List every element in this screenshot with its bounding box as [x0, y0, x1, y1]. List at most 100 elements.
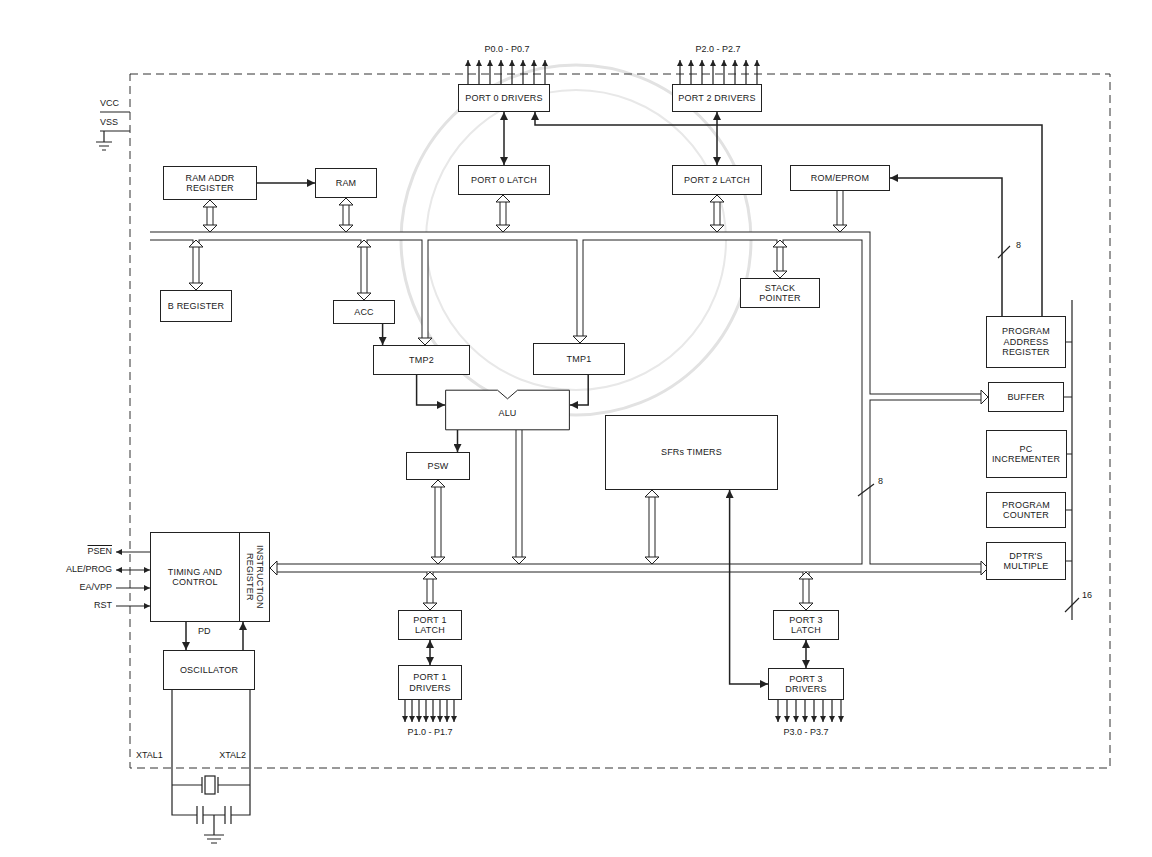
pin-line — [831, 700, 832, 722]
port-pin-label: P0.0 - P0.7 — [447, 44, 567, 55]
block-label: PORT 0 DRIVERS — [465, 93, 543, 103]
pin-line — [511, 60, 512, 84]
bus-tap — [196, 191, 981, 603]
block-label: PORT 0 LATCH — [471, 175, 537, 185]
arrow-head — [203, 225, 217, 232]
pin-line — [418, 700, 419, 722]
signal-pin-label: EA/VPP — [79, 582, 112, 593]
pin-line — [734, 60, 735, 84]
arrow-head — [512, 557, 526, 564]
block-box: PORT 3 DRIVERS — [768, 668, 844, 700]
pin-line — [404, 700, 405, 722]
block-label: PORT 1 DRIVERS — [402, 672, 458, 693]
pin-line — [453, 700, 454, 722]
arrow-head — [833, 225, 847, 232]
pin-line — [522, 60, 523, 84]
arrow-head — [496, 195, 510, 202]
block-box: PC INCREMENTER — [986, 430, 1067, 478]
pin-line — [446, 700, 447, 722]
bus-width-slash — [858, 246, 1079, 612]
block-box: PORT 0 LATCH — [458, 165, 550, 195]
block-box: PORT 2 LATCH — [672, 165, 762, 195]
arrow-head — [189, 240, 203, 247]
pin-line — [701, 60, 702, 84]
pin-line — [544, 60, 545, 84]
arrow-head — [773, 271, 787, 278]
block-label: PORT 3 DRIVERS — [772, 674, 840, 695]
block-label: ROM/EPROM — [811, 173, 869, 183]
power-pin-label: VCC — [100, 98, 119, 109]
clock-pin-label: XTAL2 — [219, 750, 246, 761]
signal-line — [116, 569, 150, 570]
block-label: RAM — [336, 178, 357, 188]
arrow-head — [339, 225, 353, 232]
block-box: PSW — [406, 452, 470, 480]
data-path-arrow — [457, 430, 459, 452]
port-pin-label: P2.0 - P2.7 — [658, 44, 778, 55]
block-box: PORT 3 LATCH — [773, 610, 839, 640]
block-box: DPTR'S MULTIPLE — [986, 542, 1066, 580]
block-label: TMP1 — [567, 354, 592, 364]
arrow-head — [203, 200, 217, 207]
arrow-head — [431, 557, 445, 564]
data-path-arrow — [185, 622, 187, 650]
signal-line — [116, 587, 150, 588]
pin-line — [712, 60, 713, 84]
signal-line — [116, 551, 150, 552]
block-label: PORT 2 LATCH — [684, 175, 750, 185]
arrow-head — [357, 293, 371, 300]
arrow-head — [357, 240, 371, 247]
block-box: INSTRUCTION REGISTER — [239, 532, 270, 622]
internal-bus — [150, 236, 981, 568]
block-box: TMP2 — [373, 345, 470, 375]
arrow-head — [981, 390, 988, 404]
block-box: OSCILLATOR — [163, 650, 255, 690]
arrow-head — [710, 225, 724, 232]
block-box: ACC — [333, 300, 395, 324]
block-label: PORT 2 DRIVERS — [678, 93, 756, 103]
signal-label: PD — [198, 626, 211, 637]
data-path-arrow — [417, 375, 445, 405]
arrow-head — [496, 225, 510, 232]
data-path-arrow — [429, 640, 431, 665]
signal-pin-label: ALE/PROG — [66, 564, 112, 575]
pin-line — [804, 700, 805, 722]
data-path-arrow — [242, 622, 244, 650]
block-box: PROGRAM ADDRESS REGISTER — [986, 316, 1066, 368]
data-path-arrow — [570, 375, 588, 405]
arrow-head — [645, 490, 659, 497]
block-label: PSW — [427, 461, 448, 471]
pin-line — [432, 700, 433, 722]
pin-line — [533, 60, 534, 84]
arrow-head — [431, 480, 445, 487]
arrow-head — [799, 603, 813, 610]
arrow-head — [799, 572, 813, 579]
block-label: PC INCREMENTER — [990, 444, 1063, 465]
internal-bus — [150, 236, 981, 568]
arrow-head — [423, 572, 437, 579]
block-box: PROGRAM COUNTER — [986, 492, 1066, 528]
pin-line — [840, 700, 841, 722]
arrow-head — [189, 283, 203, 290]
block-box: BUFFER — [988, 382, 1064, 412]
block-label: STACK POINTER — [744, 283, 816, 304]
power-pin-label: VSS — [100, 117, 118, 128]
alu-outline — [446, 390, 570, 430]
block-label: RAM ADDR REGISTER — [167, 173, 253, 194]
block-label: PORT 1 LATCH — [402, 615, 458, 636]
arrow-head — [645, 557, 659, 564]
signal-pin-label: PSEN — [87, 546, 112, 557]
signal-line — [116, 605, 150, 606]
pin-line — [795, 700, 796, 722]
block-label: OSCILLATOR — [180, 665, 238, 675]
data-path-arrow — [805, 640, 807, 668]
bus-width-number: 16 — [1082, 590, 1092, 601]
block-box: RAM — [315, 168, 377, 198]
block-label: BUFFER — [1007, 392, 1044, 402]
arrow-head — [573, 336, 587, 343]
pin-line — [690, 60, 691, 84]
block-label: PORT 3 LATCH — [777, 615, 835, 636]
block-label: SFRs TIMERS — [661, 447, 722, 457]
pin-line — [411, 700, 412, 722]
